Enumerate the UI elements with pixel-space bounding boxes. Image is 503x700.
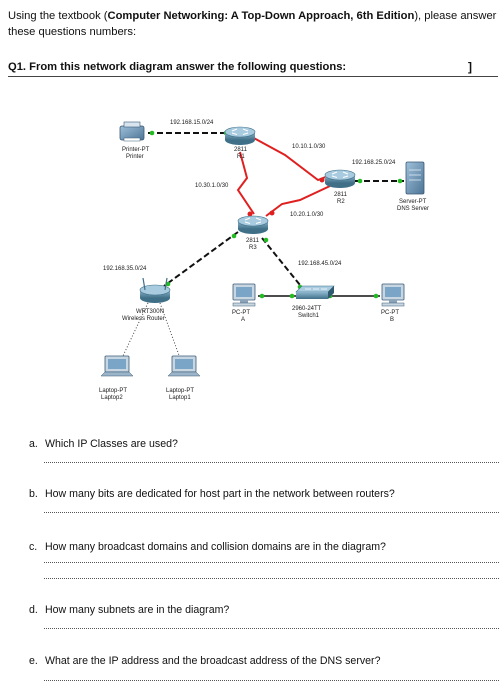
server-name-label: DNS Server — [397, 206, 429, 212]
server-type-label: Server-PT — [399, 199, 427, 205]
switch-name-label: Switch1 — [298, 313, 320, 319]
laptop1-name-label: Laptop1 — [169, 395, 191, 401]
pc-b-icon — [381, 283, 405, 307]
textbook-title: Computer Networking: A Top-Down Approach… — [107, 10, 415, 22]
net-label-10-10: 10.10.1.0/30 — [292, 144, 326, 150]
laptop2-name-label: Laptop2 — [101, 395, 123, 401]
printer-icon — [119, 121, 145, 142]
r2-name-label: R2 — [337, 199, 345, 205]
answer-line-a[interactable] — [44, 462, 499, 463]
pcb-name-label: B — [390, 317, 394, 323]
link-dot — [231, 233, 237, 239]
router-r2-icon — [324, 169, 356, 188]
printer-name-label: Printer — [126, 154, 144, 160]
wireless-lap1 — [159, 302, 181, 359]
wrt-model-label: WRT300N — [136, 309, 164, 315]
answer-line-c1[interactable] — [44, 562, 499, 563]
question-letter: a. — [29, 438, 38, 450]
net-label-30: 10.30.1.0/30 — [195, 183, 229, 189]
r3-name-label: R3 — [249, 245, 257, 251]
question-letter: c. — [29, 541, 38, 553]
question-text: How many broadcast domains and collision… — [45, 541, 386, 553]
intro-prefix: Using the textbook ( — [8, 10, 108, 22]
router-r3-icon — [237, 215, 269, 234]
pca-name-label: A — [241, 317, 245, 323]
question-c: c. How many broadcast domains and collisi… — [29, 541, 386, 553]
net-label-20: 10.20.1.0/30 — [290, 212, 324, 218]
intro-text: Using the textbook (Computer Networking:… — [8, 8, 503, 40]
q1-bracket: ] — [468, 60, 472, 74]
question-text: How many bits are dedicated for host par… — [45, 488, 395, 500]
laptop2-type-label: Laptop-PT — [99, 388, 127, 394]
pcb-type-label: PC-PT — [381, 310, 399, 316]
question-text: Which IP Classes are used? — [45, 438, 178, 450]
net-label-15: 192.168.15.0/24 — [170, 120, 214, 126]
wireless-lap2 — [121, 302, 149, 359]
net-label-35: 192.168.35.0/24 — [103, 266, 147, 272]
answer-line-c2[interactable] — [44, 578, 499, 579]
link-dot — [397, 178, 403, 184]
r1-name-label: R1 — [237, 154, 245, 160]
net-label-45: 192.168.45.0/24 — [298, 261, 342, 267]
wrt-name-label: Wireless Router — [122, 316, 165, 322]
r2-model-label: 2811 — [334, 192, 348, 198]
router-r1-icon — [224, 126, 256, 145]
link-r3-wrt — [163, 231, 239, 287]
printer-type-label: Printer-PT — [122, 147, 150, 153]
intro-suffix: ), please answer — [414, 10, 497, 22]
link-dot — [373, 293, 379, 299]
question-d: d. How many subnets are in the diagram? — [29, 604, 229, 616]
net-label-25: 192.168.25.0/24 — [352, 160, 396, 166]
question-b: b. How many bits are dedicated for host p… — [29, 488, 395, 500]
question-letter: e. — [29, 655, 38, 667]
serial-dot — [319, 177, 325, 183]
link-dot — [357, 178, 363, 184]
link-dot — [259, 293, 265, 299]
pca-type-label: PC-PT — [232, 310, 250, 316]
links — [121, 132, 404, 359]
r1-model-label: 2811 — [234, 147, 248, 153]
serial-dot — [269, 210, 275, 216]
intro-line2: these questions numbers: — [8, 26, 137, 38]
switch-model-label: 2960-24TT — [292, 306, 322, 312]
link-r3-switch — [261, 237, 305, 291]
serial-dot — [247, 211, 253, 217]
link-dot — [149, 130, 155, 136]
answer-line-b[interactable] — [44, 512, 499, 513]
laptop2-icon — [100, 355, 134, 377]
question-a: a. Which IP Classes are used? — [29, 438, 178, 450]
link-dot — [263, 237, 269, 243]
question-letter: d. — [29, 604, 38, 616]
laptop1-icon — [167, 355, 201, 377]
switch-icon — [295, 285, 335, 299]
link-r1-r3 — [236, 151, 255, 215]
answer-line-d[interactable] — [44, 628, 499, 629]
pc-a-icon — [232, 283, 256, 307]
link-dot — [165, 281, 171, 287]
link-r2-r3 — [265, 185, 331, 217]
link-dot — [289, 293, 295, 299]
wireless-router-icon — [139, 277, 171, 303]
question-text: How many subnets are in the diagram? — [45, 604, 230, 616]
laptop1-type-label: Laptop-PT — [166, 388, 194, 394]
server-icon — [405, 161, 425, 195]
question-text: What are the IP address and the broadcas… — [45, 655, 381, 667]
q1-heading: Q1. From this network diagram answer the… — [8, 61, 498, 77]
answer-line-e[interactable] — [44, 680, 499, 681]
question-e: e. What are the IP address and the broadc… — [29, 655, 380, 667]
question-letter: b. — [29, 488, 38, 500]
r3-model-label: 2811 — [246, 238, 260, 244]
